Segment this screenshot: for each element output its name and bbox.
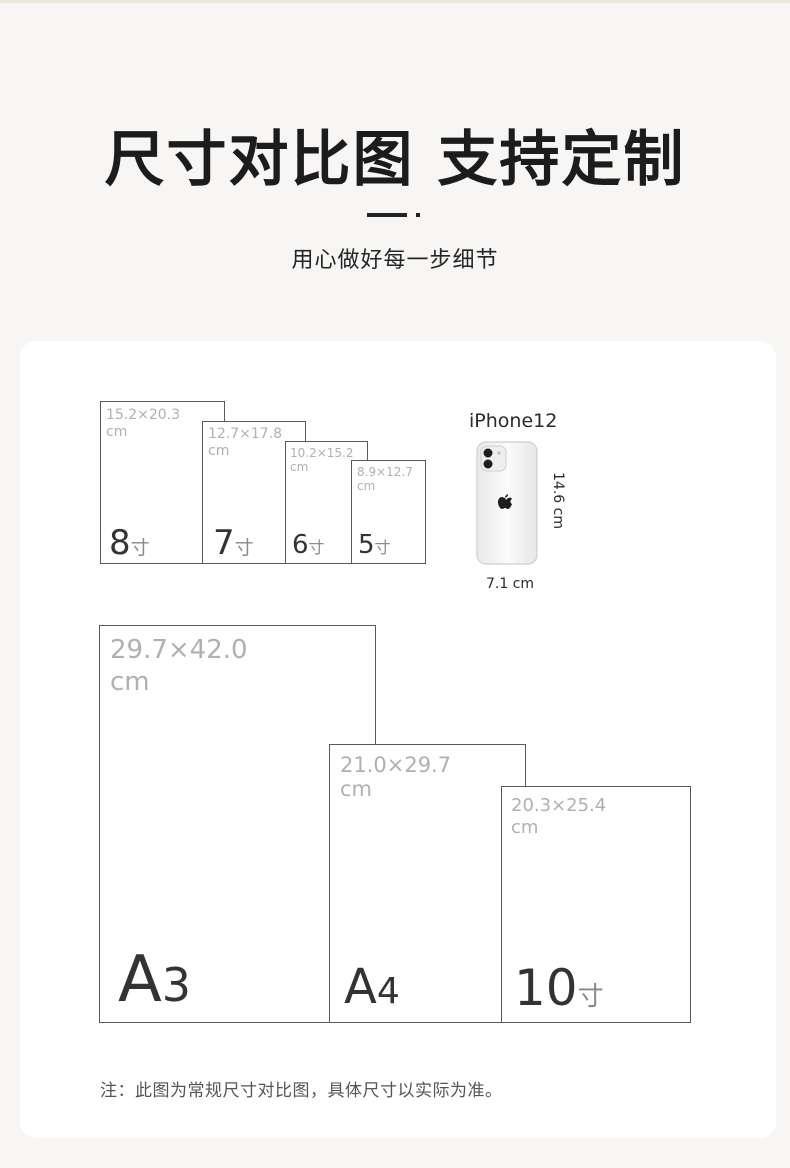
size-dimension: 20.3×25.4 cm [511, 795, 607, 838]
size-dimension: 29.7×42.0 cm [110, 635, 248, 697]
size-letter: A [118, 943, 162, 1017]
size-label: 7寸 [213, 526, 254, 560]
size-unit: 寸 [577, 982, 604, 1012]
size-unit: 寸 [234, 537, 254, 559]
size-dimension: 21.0×29.7 cm [340, 753, 452, 801]
size-label: 6寸 [292, 532, 325, 558]
size-label: A4 [344, 963, 400, 1011]
phone-height-dimension: 14.6 cm [550, 472, 566, 529]
page-title: 尺寸对比图 支持定制 [104, 125, 686, 195]
top-border [0, 0, 790, 3]
size-number: 7 [213, 523, 235, 563]
size-label: A3 [118, 948, 191, 1012]
title-underline [367, 213, 407, 217]
size-number: 3 [161, 958, 192, 1012]
size-box-5-inch: 8.9×12.7 cm 5寸 [351, 460, 426, 564]
size-unit: 寸 [374, 538, 391, 557]
size-unit: 寸 [308, 538, 325, 557]
size-dimension: 10.2×15.2 cm [290, 446, 354, 475]
size-dimension: 8.9×12.7 cm [357, 465, 413, 494]
size-dimension: 15.2×20.3 cm [106, 407, 181, 440]
size-label: 8寸 [109, 526, 150, 560]
size-number: 8 [109, 523, 131, 563]
size-unit: 寸 [130, 537, 150, 559]
size-number: 10 [514, 959, 578, 1017]
size-letter: A [344, 959, 377, 1015]
title-underline-dot [416, 213, 420, 217]
page-subtitle: 用心做好每一步细节 [291, 248, 499, 273]
size-number: 5 [358, 530, 375, 560]
size-number: 4 [376, 971, 400, 1012]
phone-width-dimension: 7.1 cm [486, 576, 535, 592]
footer-note: 注：此图为常规尺寸对比图，具体尺寸以实际为准。 [100, 1081, 503, 1101]
size-box-a4: 21.0×29.7 cm A4 [329, 744, 526, 1023]
phone-icon [476, 441, 538, 565]
phone-model-label: iPhone12 [469, 410, 558, 432]
size-label: 5寸 [358, 532, 391, 558]
size-box-10-inch: 20.3×25.4 cm 10寸 [501, 786, 691, 1023]
size-dimension: 12.7×17.8 cm [208, 426, 283, 459]
size-label: 10寸 [514, 963, 604, 1013]
size-number: 6 [292, 530, 309, 560]
